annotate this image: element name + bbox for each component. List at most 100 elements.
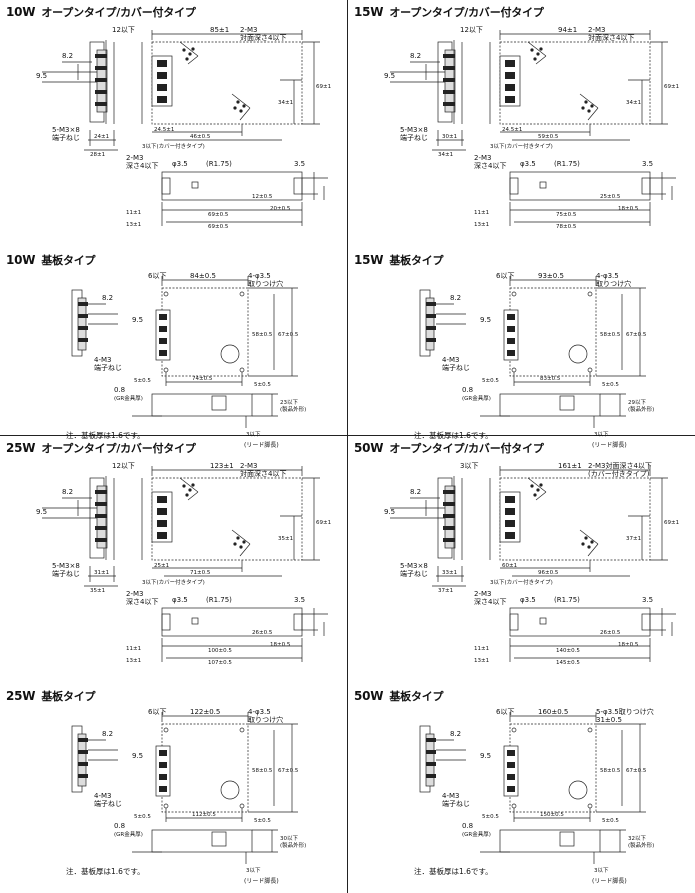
- note-gr: (GR金具厚): [462, 830, 491, 838]
- dim-left: 24.5±1: [154, 127, 174, 133]
- note-screw-b: 対面深さ4以下: [240, 33, 286, 42]
- note-terminal-a: 4-M3: [94, 792, 111, 800]
- dim-pitch: 112±0.5: [192, 812, 216, 818]
- note-screw-a: 2-M3対面深さ4以下: [588, 461, 652, 470]
- dim-5-right: 5±0.5: [254, 818, 271, 824]
- dim-08: 0.8: [114, 386, 125, 394]
- dim-82: 8.2: [102, 294, 113, 302]
- bottom-view: [161, 607, 328, 662]
- board-type-drawing: 6以下 93±0.5 4-φ3.5 取りつけ穴 8.2 9.5 58±0.5 6…: [419, 272, 654, 438]
- dim-58: 58±0.5: [600, 768, 621, 774]
- dim-overhang: 6以下: [496, 272, 514, 280]
- dim-height: 69±1: [316, 520, 331, 526]
- open-type-drawing: 12以下 123±1 2-M3 対面深さ4以下 8.2 9.5 69±1 35±…: [36, 462, 331, 666]
- note-product: (製品外形): [280, 405, 306, 413]
- dim-95: 9.5: [480, 752, 491, 760]
- note-screw-b: 対面深さ4以下: [588, 33, 634, 42]
- dim-length-bottom: 107±0.5: [208, 660, 232, 666]
- board-type-drawing: 6以下 122±0.5 4-φ3.5 取りつけ穴 8.2 9.5 58±0.5 …: [71, 708, 306, 874]
- dim-width: 160±0.5: [538, 708, 568, 716]
- dim-95: 9.5: [36, 508, 47, 516]
- dim-pitch: 59±0.5: [538, 134, 559, 140]
- side-view: [71, 725, 118, 793]
- dim-67: 67±0.5: [626, 332, 647, 338]
- bottom-view: [161, 171, 328, 226]
- dim-height: 69±1: [664, 520, 679, 526]
- type-label: 基板タイプ: [41, 254, 96, 267]
- note-holes-b: 取りつけ穴: [248, 279, 283, 288]
- dim-95: 9.5: [384, 508, 395, 516]
- note-screw-a: 2-M3: [240, 26, 257, 34]
- note-terminal-b: 端子ねじ: [400, 133, 428, 142]
- dim-height: 23以下: [280, 399, 298, 406]
- note-terminal-a: 5-M3×8: [400, 562, 428, 570]
- dim-pitch-bottom: 69±0.5: [208, 212, 229, 218]
- bottom-view: [509, 171, 676, 226]
- dim-95: 9.5: [132, 752, 143, 760]
- note-side-screw-a: 2-M3: [474, 154, 491, 162]
- type-label: オープンタイプ/カバー付タイプ: [389, 442, 544, 455]
- note-terminal-a: 4-M3: [442, 356, 459, 364]
- dim-82: 8.2: [62, 52, 73, 60]
- side-view: [419, 725, 466, 793]
- note-cover: 3以下(カバー付きタイプ): [142, 578, 205, 586]
- dim-lower-b: 18±0.5: [270, 642, 291, 648]
- watt-label: 50W: [354, 689, 384, 703]
- side-view: [390, 40, 466, 151]
- dim-pitch: 71±0.5: [190, 570, 211, 576]
- note-product: (製品外形): [628, 841, 654, 849]
- dim-82: 8.2: [410, 488, 421, 496]
- dim-82: 8.2: [450, 294, 461, 302]
- type-label: オープンタイプ/カバー付タイプ: [41, 6, 196, 19]
- dim-length-bottom: 78±0.5: [556, 224, 577, 230]
- note-screw-a: 2-M3: [240, 462, 257, 470]
- dim-mid: 37±1: [626, 536, 641, 542]
- note-side-screw-a: 2-M3: [126, 154, 143, 162]
- note-terminal-a: 5-M3×8: [52, 562, 80, 570]
- dim-width: 93±0.5: [538, 272, 564, 280]
- dim-5-right: 5±0.5: [254, 382, 271, 388]
- dim-82: 8.2: [450, 730, 461, 738]
- horizontal-divider: [0, 435, 695, 436]
- dim-depth: 30±1: [442, 134, 457, 140]
- note-screw-b: (カバー付きタイプ): [588, 469, 650, 478]
- open-type-drawing: 3以下 161±1 2-M3対面深さ4以下 (カバー付きタイプ) 8.2 9.5…: [384, 461, 679, 666]
- dim-35: 3.5: [294, 160, 305, 168]
- note-radius: (R1.75): [554, 596, 580, 604]
- dim-5-right: 5±0.5: [602, 818, 619, 824]
- dim-lead: 3以下: [594, 431, 609, 438]
- note-holes-b: 取りつけ穴: [596, 279, 631, 288]
- type-label: 基板タイプ: [41, 690, 96, 703]
- dim-pitch-bottom: 75±0.5: [556, 212, 577, 218]
- watt-label: 25W: [6, 689, 36, 703]
- dim-height: 69±1: [664, 84, 679, 90]
- front-view: [141, 466, 320, 577]
- dim-11: 11±1: [474, 210, 489, 216]
- dim-95: 9.5: [480, 316, 491, 324]
- dim-lower-a: 26±0.5: [600, 630, 621, 636]
- note-radius: (R1.75): [206, 596, 232, 604]
- note-terminal-b: 端子ねじ: [94, 799, 122, 808]
- bottom-view: [132, 829, 278, 864]
- note-screw-b: 対面深さ4以下: [240, 469, 286, 478]
- section-title: 25W 基板タイプ: [6, 688, 96, 704]
- note-holes-b: 31±0.5: [596, 716, 622, 724]
- open-type-drawing: 12以下 85±1 2-M3 対面深さ4以下 8.2 9.5 69±1 34±1…: [36, 26, 331, 230]
- note-terminal-b: 端子ねじ: [52, 133, 80, 142]
- dim-5-left: 5±0.5: [134, 814, 151, 820]
- dim-35: 3.5: [642, 596, 653, 604]
- board-note: 注．基板厚は1.6です。: [414, 867, 493, 876]
- dim-lower-a: 25±0.5: [600, 194, 621, 200]
- dim-pitch: 74±0.5: [192, 376, 213, 382]
- dim-depth-total: 28±1: [90, 152, 105, 158]
- dim-58: 58±0.5: [252, 768, 273, 774]
- dim-13: 13±1: [126, 658, 141, 664]
- bottom-view: [132, 393, 278, 428]
- type-label: オープンタイプ/カバー付タイプ: [41, 442, 196, 455]
- dim-67: 67±0.5: [278, 332, 299, 338]
- dim-pitch-bottom: 140±0.5: [556, 648, 580, 654]
- note-terminal-a: 4-M3: [94, 356, 111, 364]
- dim-58: 58±0.5: [252, 332, 273, 338]
